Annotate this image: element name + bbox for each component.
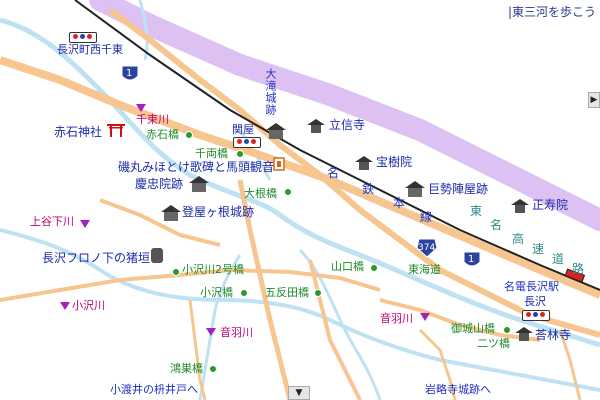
bridge-kosugebashi[interactable]: 鴻巣橋 (170, 362, 203, 375)
place-noboriya-castle[interactable]: 登屋ヶ根城跡 (182, 205, 255, 219)
route-1-label: 1 (126, 68, 133, 79)
temple-icon (511, 199, 529, 213)
river-marker-icon (206, 328, 216, 336)
route-1-label: 1 (468, 254, 475, 265)
castle-icon (266, 123, 286, 139)
river-kamiyashitagawa[interactable]: 上谷下川 (30, 215, 74, 228)
bridge-yamaguchibashi[interactable]: 山口橋 (331, 260, 364, 273)
scroll-down-button[interactable]: ▼ (288, 386, 310, 400)
bridge-akaishibashi[interactable]: 赤石橋 (146, 128, 179, 141)
monument-icon (151, 248, 163, 263)
river-sentogawa[interactable]: 千束川 (136, 113, 169, 126)
link-kowatai[interactable]: 小渡井の枡井戸へ (110, 383, 198, 396)
place-isomaru-monument[interactable]: 磯丸みほとけ歌碑と馬頭観音 (118, 160, 275, 174)
bridge-marker-icon (314, 289, 322, 297)
temple-icon (355, 156, 373, 170)
bridge-senryobashi[interactable]: 千両橋 (195, 147, 228, 160)
bridge-kozawabashi[interactable]: 小沢橋 (200, 286, 233, 299)
castle-icon (161, 205, 181, 221)
castle-icon (405, 181, 425, 197)
place-korinji[interactable]: 荅林寺 (535, 328, 572, 342)
station-meiden-nagasawa[interactable]: 名電長沢駅 (504, 280, 559, 293)
torii-icon (107, 124, 125, 137)
bridge-marker-icon (240, 289, 248, 297)
place-inoshishigaki[interactable]: 長沢フロノ下の猪垣 (42, 251, 151, 265)
bridge-marker-icon (503, 326, 511, 334)
bridge-marker-icon (236, 150, 244, 158)
bridge-goshiroyama[interactable]: 御城山橋 (451, 322, 495, 335)
rail-char: 本 (393, 196, 406, 210)
river-marker-icon (136, 104, 146, 112)
place-rissinji[interactable]: 立信寺 (329, 118, 366, 132)
river-marker-icon (420, 313, 430, 321)
route-374-shield-icon (416, 238, 438, 258)
highway-char: 東 (470, 204, 483, 218)
river-marker-icon (60, 302, 70, 310)
bridge-marker-icon (370, 264, 378, 272)
monument-icon (273, 157, 285, 171)
temple-icon (515, 327, 533, 341)
bus-stop-icon (69, 32, 97, 43)
river-otowagawa-b[interactable]: 音羽川 (380, 312, 413, 325)
bridge-marker-icon (284, 188, 292, 196)
bridge-marker-icon (185, 131, 193, 139)
bridge-kozawagawa2[interactable]: 小沢川2号橋 (182, 263, 244, 276)
road-tokaido[interactable]: 東海道 (408, 263, 441, 276)
route-374-label: 374 (418, 243, 436, 253)
scroll-right-button[interactable]: ▶ (588, 92, 600, 108)
place-kiseijin[interactable]: 巨勢陣屋跡 (428, 182, 489, 196)
rail-char: 名 (327, 166, 340, 180)
highway-char: 路 (572, 262, 585, 276)
bridge-marker-icon (209, 365, 217, 373)
route-1-shield-icon (121, 65, 139, 81)
castle-icon (189, 176, 209, 192)
bridge-onebashi[interactable]: 大根橋 (244, 187, 277, 200)
station-nagasawa[interactable]: 長沢 (524, 295, 546, 308)
bridge-futatsubashi[interactable]: 二ツ橋 (477, 337, 510, 350)
bridge-marker-icon (172, 268, 180, 276)
river-otowagawa-a[interactable]: 音羽川 (220, 326, 253, 339)
highway-char: 速 (532, 242, 545, 256)
river-kozawagawa[interactable]: 小沢川 (72, 299, 105, 312)
place-ootaki-castle[interactable]: 大滝城跡 (264, 68, 277, 116)
place-hojuin[interactable]: 宝樹院 (376, 155, 413, 169)
highway-char: 名 (490, 218, 503, 232)
station-sekiya[interactable]: 関屋 (232, 123, 254, 136)
bus-stop-icon (233, 137, 261, 148)
place-keichuin[interactable]: 慶忠院跡 (135, 177, 184, 191)
bridge-gotandabashi[interactable]: 五反田橋 (265, 286, 309, 299)
rail-char: 線 (420, 210, 433, 224)
temple-icon (307, 119, 325, 133)
route-1-shield-icon (463, 251, 481, 267)
rail-char: 鉄 (362, 182, 375, 196)
river-marker-icon (80, 220, 90, 228)
site-title[interactable]: |東三河を歩こう (507, 5, 596, 19)
highway-char: 道 (552, 252, 565, 266)
bus-stop-icon (522, 310, 550, 321)
station-nagasawa-nishisenhigashi[interactable]: 長沢町西千東 (57, 43, 123, 56)
link-ganryakuji[interactable]: 岩略寺城跡へ (425, 383, 491, 396)
highway-char: 高 (512, 232, 525, 246)
place-shojuin[interactable]: 正寿院 (532, 198, 569, 212)
place-akaishi-shrine[interactable]: 赤石神社 (54, 125, 103, 139)
